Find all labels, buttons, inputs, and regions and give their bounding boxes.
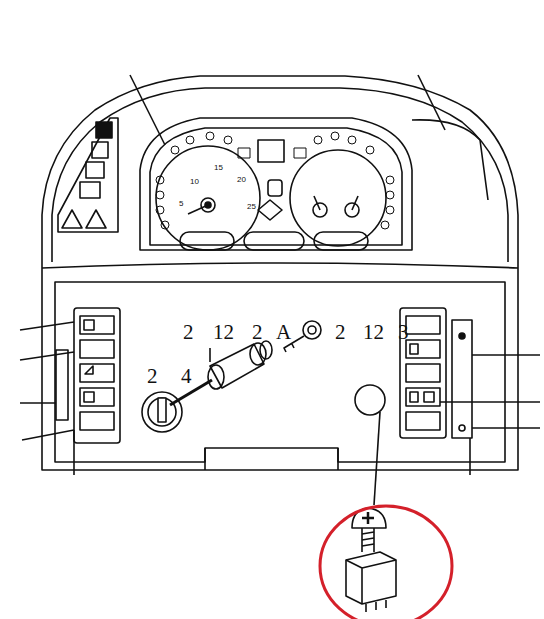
callout-number: 4 [181, 366, 192, 387]
callout-number: 12 [363, 322, 384, 343]
callout-number: 12 [213, 322, 234, 343]
gauge-number: 20 [236, 176, 247, 184]
callout-number: 2 [252, 322, 263, 343]
callout-number: 2 [183, 322, 194, 343]
gauge-number: 15 [213, 164, 224, 172]
callout-number: 3 [398, 322, 409, 343]
gauge-number: 5 [178, 200, 184, 208]
callout-number: 2 [147, 366, 158, 387]
callout-number: 2 [335, 322, 346, 343]
gauge-number: 10 [189, 178, 200, 186]
gauge-number: 25 [246, 203, 257, 211]
callout-number: A [276, 322, 291, 343]
